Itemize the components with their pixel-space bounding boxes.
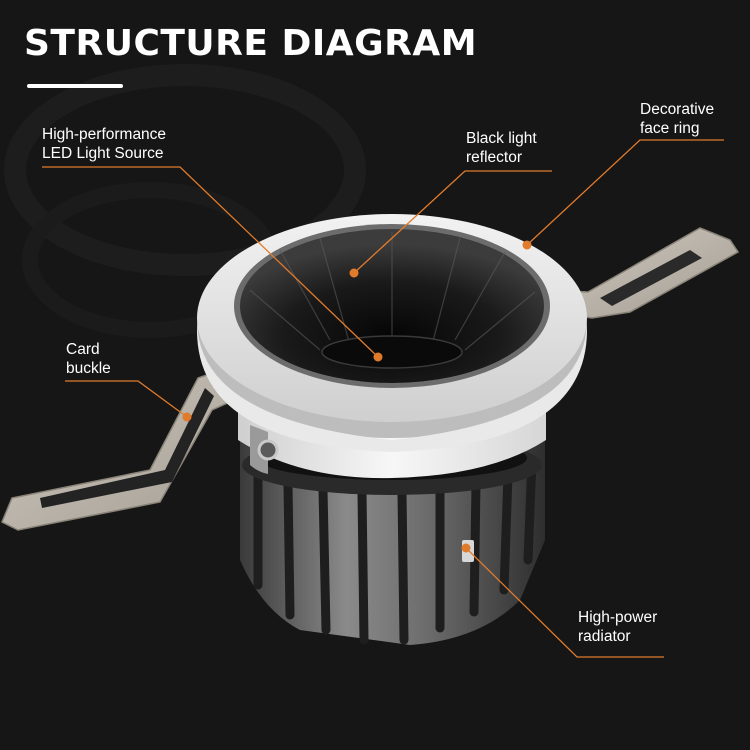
callout-reflector: Black light reflector — [466, 129, 537, 167]
callout-face-ring-line1: Decorative — [640, 101, 715, 118]
leader-dot-led-source — [373, 352, 383, 362]
leader-dot-reflector — [349, 268, 359, 278]
callout-radiator: High-power radiator — [578, 608, 657, 646]
leader-dot-face-ring — [522, 240, 532, 250]
leader-line-reflector — [353, 170, 552, 274]
leader-line-radiator — [465, 547, 664, 658]
callout-led-source-line2: LED Light Source — [42, 145, 164, 162]
title-underline — [27, 84, 123, 88]
callout-card-buckle-line1: Card — [66, 341, 100, 358]
leader-dots — [182, 240, 532, 553]
callout-reflector-line1: Black light — [466, 130, 537, 147]
callout-face-ring-line2: face ring — [640, 120, 700, 137]
callout-reflector-line2: reflector — [466, 149, 522, 166]
leader-lines — [42, 139, 724, 658]
leader-line-face-ring — [526, 139, 724, 246]
leader-dot-radiator — [461, 543, 471, 553]
diagram-title: STRUCTURE DIAGRAM — [24, 23, 478, 64]
leader-dot-card-buckle — [182, 412, 192, 422]
callout-face-ring: Decorative face ring — [640, 100, 714, 138]
reflector — [234, 224, 550, 388]
callout-led-source-line1: High-performance — [42, 126, 167, 143]
callout-card-buckle-line2: buckle — [66, 360, 111, 377]
callout-radiator-line1: High-power — [578, 609, 658, 626]
callout-radiator-line2: radiator — [578, 628, 631, 645]
callout-led-source: High-performance LED Light Source — [42, 125, 166, 163]
leader-line-card-buckle — [65, 380, 188, 418]
callout-card-buckle: Card buckle — [66, 340, 111, 378]
leader-line-led-source — [42, 166, 379, 358]
